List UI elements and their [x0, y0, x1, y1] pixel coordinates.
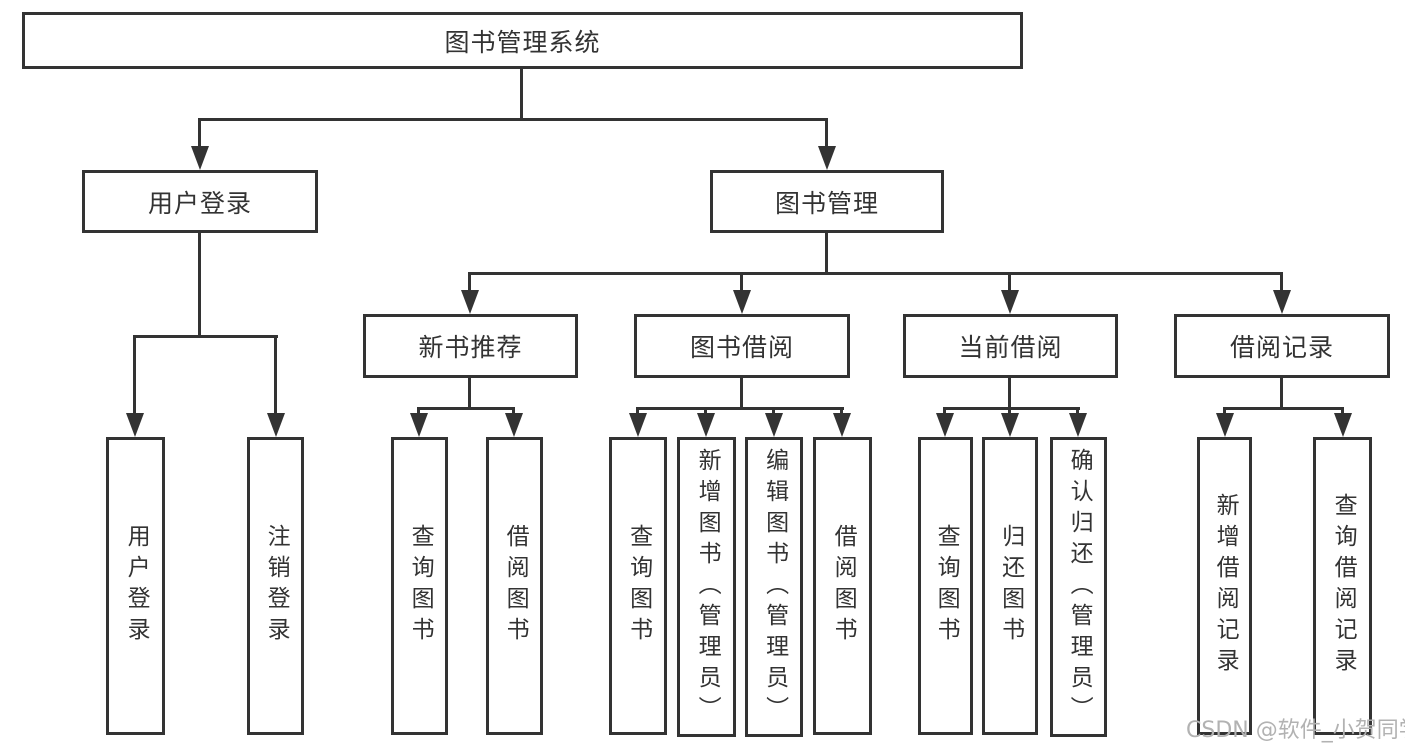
leaf-label: 用户登录: [123, 524, 150, 648]
connector-borrowing-rail: [636, 407, 844, 410]
leaf-label: 查询借阅记录: [1330, 493, 1357, 679]
leaf-label: 新增图书（管理员）: [694, 447, 721, 727]
connector-shaft: [704, 407, 707, 415]
node-borrowing-records: 借阅记录: [1174, 314, 1390, 378]
connector-shaft: [636, 407, 639, 415]
arrow-down-icon: [629, 413, 647, 437]
connector-shaft: [772, 407, 775, 415]
leaf-label: 新增借阅记录: [1212, 493, 1239, 679]
arrow-down-icon: [1334, 413, 1352, 437]
connector-shaft: [840, 407, 843, 415]
arrow-down-icon: [818, 146, 836, 170]
node-label: 当前借阅: [958, 333, 1063, 362]
leaf-borrow-books-recommend: 借阅图书: [486, 437, 543, 735]
node-label: 图书管理系统: [444, 27, 601, 57]
leaf-label: 借阅图书: [502, 524, 529, 648]
connector-shaft: [417, 407, 420, 415]
node-label: 用户登录: [147, 188, 252, 218]
leaf-label: 归还图书: [997, 524, 1024, 648]
node-user-login: 用户登录: [82, 170, 318, 233]
arrow-down-icon: [1069, 413, 1087, 437]
arrow-down-icon: [505, 413, 523, 437]
connector-shaft: [274, 335, 277, 415]
connector-shaft: [512, 407, 515, 415]
connector-recommend-rail: [417, 407, 515, 410]
connector-records-stem: [1280, 378, 1283, 410]
node-current-borrowing: 当前借阅: [903, 314, 1118, 378]
leaf-query-books-current: 查询图书: [918, 437, 973, 735]
leaf-add-books-admin: 新增图书（管理员）: [677, 437, 736, 737]
arrow-down-icon: [765, 413, 783, 437]
arrow-down-icon: [126, 413, 144, 437]
leaf-label: 注销登录: [263, 524, 290, 648]
arrow-down-icon: [267, 413, 285, 437]
arrow-down-icon: [733, 290, 751, 314]
connector-shaft: [1008, 272, 1011, 292]
connector-user-login-rail: [134, 335, 278, 338]
connector-shaft: [943, 407, 946, 415]
arrow-down-icon: [936, 413, 954, 437]
connector-book-mgmt-stem: [825, 233, 828, 275]
connector-level3-rail: [468, 272, 1283, 275]
connector-shaft: [1223, 407, 1226, 415]
arrow-down-icon: [1216, 413, 1234, 437]
connector-user-login-stem: [198, 233, 201, 338]
leaf-add-borrow-record: 新增借阅记录: [1197, 437, 1252, 735]
connector-current-stem: [1008, 378, 1011, 410]
leaf-label: 编辑图书（管理员）: [761, 447, 788, 727]
leaf-label: 查询图书: [625, 524, 652, 648]
connector-root-rail: [198, 118, 828, 121]
connector-shaft: [1341, 407, 1344, 415]
leaf-query-books-borrowing: 查询图书: [609, 437, 667, 735]
arrow-down-icon: [1001, 290, 1019, 314]
connector-shaft: [133, 335, 136, 415]
leaf-return-books: 归还图书: [982, 437, 1038, 735]
node-label: 新书推荐: [418, 333, 523, 362]
csdn-watermark: CSDN @软件_小贺同学: [1186, 718, 1405, 743]
arrow-down-icon: [1273, 290, 1291, 314]
arrow-down-icon: [697, 413, 715, 437]
node-label: 图书管理: [774, 188, 879, 218]
leaf-logout: 注销登录: [247, 437, 304, 735]
connector-root-stem: [520, 69, 523, 121]
arrow-down-icon: [410, 413, 428, 437]
connector-shaft: [1076, 407, 1079, 415]
connector-borrowing-stem: [740, 378, 743, 410]
node-library-management-system: 图书管理系统: [22, 12, 1023, 69]
arrow-down-icon: [833, 413, 851, 437]
leaf-edit-books-admin: 编辑图书（管理员）: [745, 437, 803, 737]
node-label: 图书借阅: [689, 333, 794, 362]
connector-shaft: [1280, 272, 1283, 292]
connector-shaft: [1008, 407, 1011, 415]
connector-records-rail: [1223, 407, 1344, 410]
node-book-borrowing: 图书借阅: [634, 314, 850, 378]
leaf-label: 确认归还（管理员）: [1066, 447, 1093, 727]
leaf-confirm-return-admin: 确认归还（管理员）: [1050, 437, 1107, 737]
leaf-label: 借阅图书: [830, 524, 857, 648]
leaf-label: 查询图书: [407, 524, 434, 648]
leaf-query-books-recommend: 查询图书: [391, 437, 448, 735]
leaf-user-login: 用户登录: [106, 437, 165, 735]
connector-current-rail: [943, 407, 1080, 410]
leaf-borrow-books-borrowing: 借阅图书: [813, 437, 872, 735]
connector-shaft: [740, 272, 743, 292]
connector-recommend-stem: [468, 378, 471, 410]
node-label: 借阅记录: [1229, 333, 1334, 362]
leaf-label: 查询图书: [933, 524, 960, 648]
arrow-down-icon: [1001, 413, 1019, 437]
node-book-management: 图书管理: [710, 170, 944, 233]
arrow-down-icon: [461, 290, 479, 314]
leaf-query-borrow-record: 查询借阅记录: [1313, 437, 1372, 735]
connector-shaft: [468, 272, 471, 292]
arrow-down-icon: [191, 146, 209, 170]
connector-shaft: [198, 118, 201, 148]
connector-shaft: [825, 118, 828, 148]
node-new-book-recommend: 新书推荐: [363, 314, 578, 378]
